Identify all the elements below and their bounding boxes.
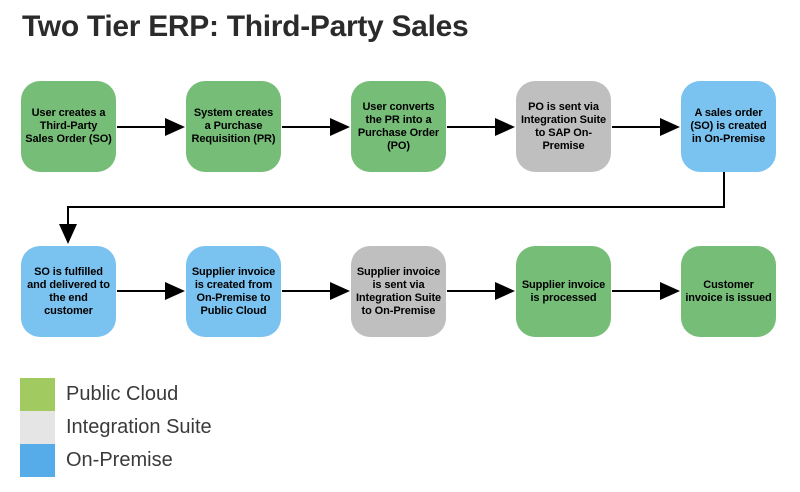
page-title: Two Tier ERP: Third-Party Sales bbox=[22, 10, 469, 43]
arrow-row1-to-row2 bbox=[59, 171, 725, 244]
step-supplier-invoice-processed: Supplier invoice is processed bbox=[516, 246, 611, 337]
legend-item-on-premise: On-Premise bbox=[20, 444, 212, 477]
step-po-sent-via-integration-suite: PO is sent via Integration Suite to SAP … bbox=[516, 81, 611, 172]
legend-label-integration-suite: Integration Suite bbox=[66, 416, 212, 438]
step-supplier-invoice-created: Supplier invoice is created from On-Prem… bbox=[186, 246, 281, 337]
legend-label-on-premise: On-Premise bbox=[66, 449, 173, 471]
step-convert-pr-to-po: User converts the PR into a Purchase Ord… bbox=[351, 81, 446, 172]
step-so-created-on-premise: A sales order (SO) is created in On-Prem… bbox=[681, 81, 776, 172]
legend-item-public-cloud: Public Cloud bbox=[20, 378, 212, 411]
step-customer-invoice-issued: Customer invoice is issued bbox=[681, 246, 776, 337]
legend-swatch-on-premise bbox=[20, 444, 55, 477]
legend-swatch-integration-suite bbox=[20, 411, 55, 444]
legend: Public Cloud Integration Suite On-Premis… bbox=[20, 378, 212, 477]
step-create-third-party-so: User creates a Third-Party Sales Order (… bbox=[21, 81, 116, 172]
legend-swatch-public-cloud bbox=[20, 378, 55, 411]
legend-item-integration-suite: Integration Suite bbox=[20, 411, 212, 444]
step-supplier-invoice-sent-via-integration-suite: Supplier invoice is sent via Integration… bbox=[351, 246, 446, 337]
step-so-fulfilled-delivered: SO is fulfilled and delivered to the end… bbox=[21, 246, 116, 337]
legend-label-public-cloud: Public Cloud bbox=[66, 383, 179, 405]
step-system-creates-pr: System creates a Purchase Requisition (P… bbox=[186, 81, 281, 172]
